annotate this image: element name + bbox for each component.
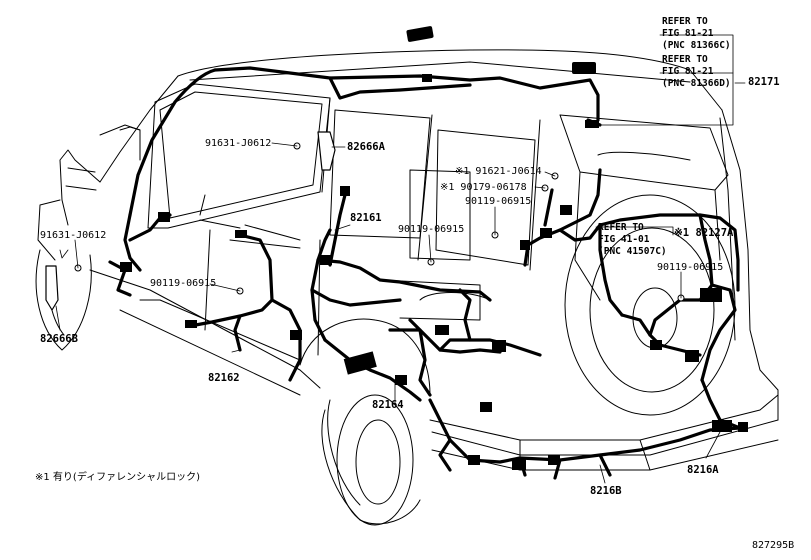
refer-label-41507c: REFER TO FIG 41-01 (PNC 41507C) — [598, 222, 667, 258]
part-label-91621: ※1 91621-J0614 — [455, 166, 542, 177]
part-label-91631-b: 91631-J0612 — [40, 230, 107, 241]
part-label-8216a: 8216A — [687, 464, 719, 476]
connectors — [120, 26, 748, 470]
part-label-90119-c: 90119-06915 — [150, 278, 217, 289]
refer-label-81366c: REFER TO FIG 81-21 (PNC 81366C) — [662, 16, 731, 52]
diagram-code: 827295B — [752, 540, 795, 551]
refer-line-3: (PNC 41507C) — [598, 246, 667, 257]
part-label-82162: 82162 — [208, 372, 240, 384]
refer-line-1: REFER TO — [662, 54, 708, 65]
part-label-90119-b: 90119-06915 — [398, 224, 465, 235]
part-label-82127a: ※1 82127A — [674, 227, 734, 239]
part-label-82161: 82161 — [350, 212, 382, 224]
refer-line-2: FIG 41-01 — [598, 234, 650, 245]
refer-line-1: REFER TO — [598, 222, 644, 233]
refer-label-81366d: REFER TO FIG 81-21 (PNC 81366D) — [662, 54, 731, 90]
wire-harness — [108, 66, 742, 480]
refer-line-2: FIG 81-21 — [662, 28, 714, 39]
bolt-marks — [74, 142, 685, 302]
part-label-82666b: 82666B — [40, 333, 78, 345]
refer-line-2: FIG 81-21 — [662, 66, 714, 77]
brackets — [45, 131, 336, 311]
leader-lines — [55, 34, 746, 484]
part-label-82666a: 82666A — [347, 141, 385, 153]
part-label-8216b: 8216B — [590, 485, 622, 497]
refer-line-3: (PNC 81366C) — [662, 40, 731, 51]
part-label-90119-a: 90119-06915 — [465, 196, 532, 207]
refer-line-3: (PNC 81366D) — [662, 78, 731, 89]
footnote: ※1 有り(ディファレンシャルロック) — [35, 472, 201, 483]
part-label-91631-a: 91631-J0612 — [205, 138, 272, 149]
refer-line-1: REFER TO — [662, 16, 708, 27]
part-label-90119-d: 90119-06915 — [657, 262, 724, 273]
vehicle-body-outline — [35, 49, 779, 526]
part-label-82171: 82171 — [748, 76, 780, 88]
part-label-82164: 82164 — [372, 399, 404, 411]
part-label-90179: ※1 90179-06178 — [440, 182, 527, 193]
